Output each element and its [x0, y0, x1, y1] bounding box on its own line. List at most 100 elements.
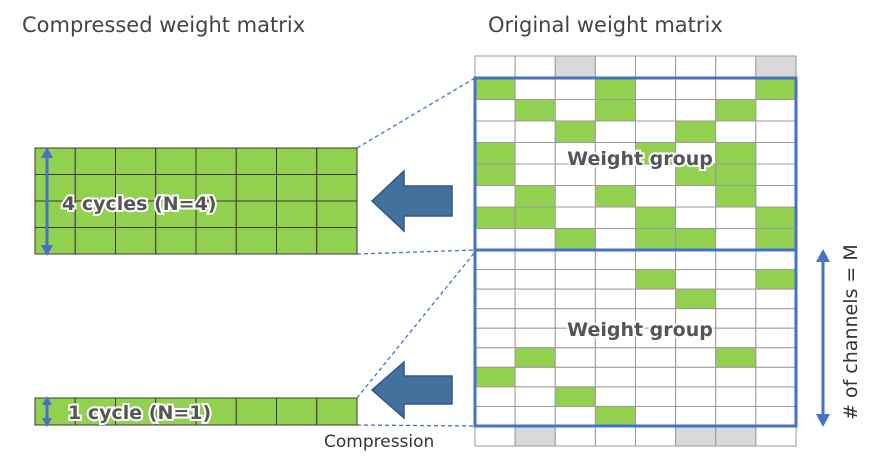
weight-cell	[514, 77, 556, 100]
weight-cell	[755, 308, 797, 329]
matrix-header-cell	[715, 55, 757, 79]
compressed-weight-cell	[235, 174, 277, 202]
projection-line-bottom-upper	[356, 251, 476, 399]
weight-cell	[755, 288, 797, 310]
compressed-weight-cell	[155, 227, 197, 255]
compressed-weight-cell	[34, 397, 76, 426]
weight-cell	[755, 120, 797, 143]
weight-cell	[594, 228, 636, 251]
weight-cell	[755, 249, 797, 271]
weight-cell	[594, 288, 636, 310]
matrix-footer-cell	[514, 425, 556, 447]
weight-cell	[474, 185, 516, 208]
weight-cell	[635, 228, 677, 251]
weight-cell	[554, 99, 596, 122]
weight-cell	[514, 269, 556, 290]
weight-cell	[514, 347, 556, 368]
weight-cell	[554, 269, 596, 290]
weight-cell	[675, 366, 717, 388]
compress-arrow-bottom-icon	[370, 360, 453, 420]
matrix-header-cell	[755, 55, 797, 79]
weight-cell	[635, 77, 677, 100]
weight-cell	[675, 228, 717, 251]
weight-cell	[474, 228, 516, 251]
weight-cell	[675, 206, 717, 229]
cycles-top-label: 4 cycles (N=4)	[62, 193, 216, 215]
weight-cell	[594, 386, 636, 407]
weight-cell	[675, 347, 717, 368]
weight-cell	[514, 99, 556, 122]
weight-group-bottom-border	[473, 248, 798, 428]
channels-label: # of channels = M	[840, 244, 862, 420]
weight-cell	[474, 386, 516, 407]
weight-cell	[554, 386, 596, 407]
weight-cell	[474, 347, 516, 368]
weight-cell	[594, 120, 636, 143]
weight-cell	[474, 288, 516, 310]
compressed-matrix-bottom	[34, 397, 358, 426]
matrix-footer-cell	[474, 425, 516, 447]
weight-cell	[474, 99, 516, 122]
original-weight-matrix	[474, 55, 797, 447]
compressed-weight-cell	[115, 227, 157, 255]
weight-cell	[675, 405, 717, 427]
weight-cell	[755, 99, 797, 122]
weight-cell	[594, 99, 636, 122]
compressed-weight-cell	[115, 200, 157, 228]
compressed-weight-cell	[235, 397, 277, 426]
compressed-matrix-title: Compressed weight matrix	[22, 13, 305, 37]
weight-cell	[715, 185, 757, 208]
compressed-weight-cell	[276, 174, 318, 202]
weight-cell	[474, 120, 516, 143]
weight-cell	[554, 77, 596, 100]
compressed-weight-cell	[74, 174, 116, 202]
weight-cell	[755, 327, 797, 349]
weight-cell	[715, 366, 757, 388]
matrix-header-cell	[554, 55, 596, 79]
weight-cell	[474, 405, 516, 427]
weight-cell	[554, 206, 596, 229]
weight-cell	[635, 405, 677, 427]
weight-cell	[594, 347, 636, 368]
weight-cell	[715, 347, 757, 368]
projection-line-top-lower	[356, 249, 476, 255]
weight-cell	[755, 142, 797, 165]
weight-cell	[594, 77, 636, 100]
weight-cell	[474, 206, 516, 229]
projection-line-bottom-lower	[356, 424, 476, 427]
weight-cell	[715, 206, 757, 229]
weight-cell	[514, 228, 556, 251]
weight-cell	[594, 206, 636, 229]
weight-cell	[675, 120, 717, 143]
matrix-header-cell	[675, 55, 717, 79]
compressed-weight-cell	[316, 397, 358, 426]
compressed-weight-cell	[195, 227, 237, 255]
weight-cell	[715, 405, 757, 427]
weight-cell	[635, 288, 677, 310]
cycles-bottom-arrow-icon	[42, 396, 52, 427]
weight-cell	[514, 206, 556, 229]
weight-cell	[514, 120, 556, 143]
weight-cell	[675, 185, 717, 208]
weight-cell	[474, 269, 516, 290]
weight-cell	[635, 120, 677, 143]
weight-cell	[514, 163, 556, 186]
weight-cell	[755, 269, 797, 290]
weight-cell	[715, 120, 757, 143]
weight-cell	[514, 185, 556, 208]
weight-cell	[715, 142, 757, 165]
weight-cell	[514, 327, 556, 349]
matrix-footer-cell	[675, 425, 717, 447]
weight-cell	[554, 249, 596, 271]
weight-cell	[514, 386, 556, 407]
weight-cell	[755, 185, 797, 208]
weight-cell	[554, 120, 596, 143]
weight-cell	[594, 185, 636, 208]
matrix-footer-cell	[554, 425, 596, 447]
weight-cell	[554, 347, 596, 368]
weight-cell	[715, 269, 757, 290]
weight-cell	[715, 163, 757, 186]
compressed-weight-cell	[74, 147, 116, 175]
compressed-weight-cell	[115, 147, 157, 175]
compressed-weight-cell	[235, 147, 277, 175]
